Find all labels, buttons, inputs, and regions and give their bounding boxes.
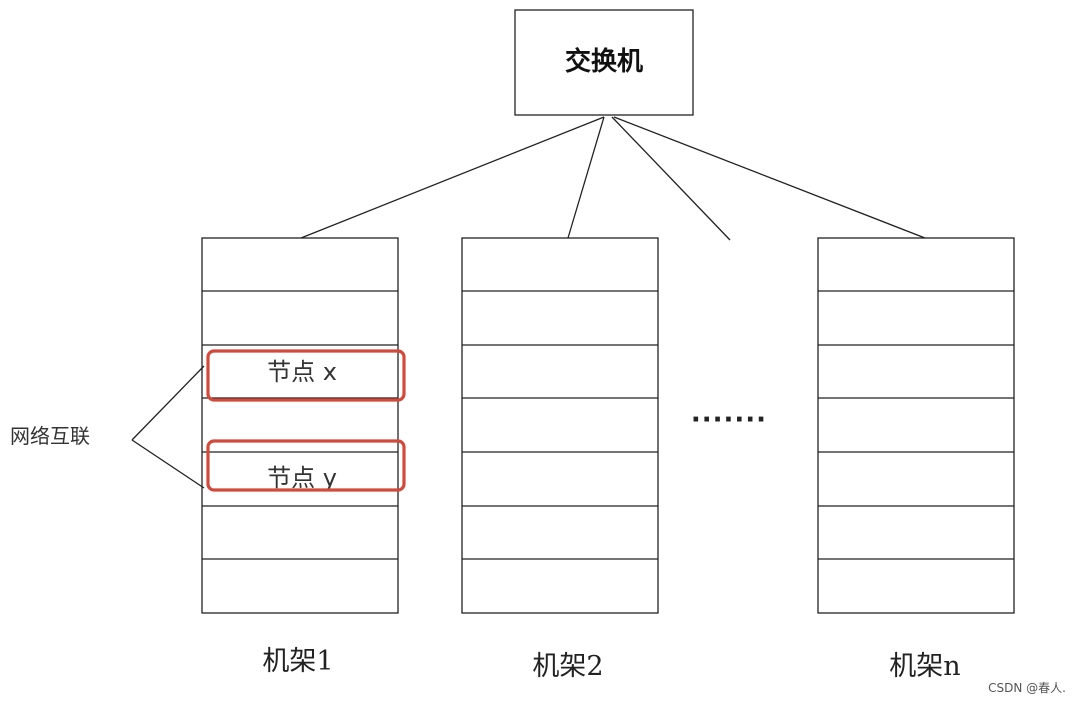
node-y-label: 节点 y — [267, 464, 337, 492]
node-y-highlight — [206, 439, 406, 492]
link-rack-n — [613, 116, 926, 239]
rack-n-label: 机架n — [889, 651, 960, 682]
rack-2 — [461, 237, 659, 614]
switch-label: 交换机 — [565, 46, 643, 77]
rack-1-label: 机架1 — [262, 646, 333, 677]
rack-1-frame — [201, 237, 399, 614]
interconnect-line-to-y — [131, 439, 205, 489]
switch-box — [514, 9, 694, 116]
link-rack-1 — [300, 116, 605, 239]
interconnect-label: 网络互联 — [10, 424, 90, 448]
rack-2-label: 机架2 — [532, 651, 603, 682]
rack-n-frame — [817, 237, 1015, 614]
link-rack-2 — [567, 116, 605, 239]
rack-1 — [201, 237, 399, 614]
watermark: CSDN @春人. — [988, 681, 1066, 695]
link-ellipsis — [611, 116, 731, 241]
rack-ellipsis: ······· — [691, 405, 767, 435]
interconnect-line-to-x — [131, 365, 205, 441]
rack-n — [817, 237, 1015, 614]
node-x-highlight — [206, 349, 406, 402]
node-x-label: 节点 x — [267, 358, 337, 386]
rack-2-frame — [461, 237, 659, 614]
